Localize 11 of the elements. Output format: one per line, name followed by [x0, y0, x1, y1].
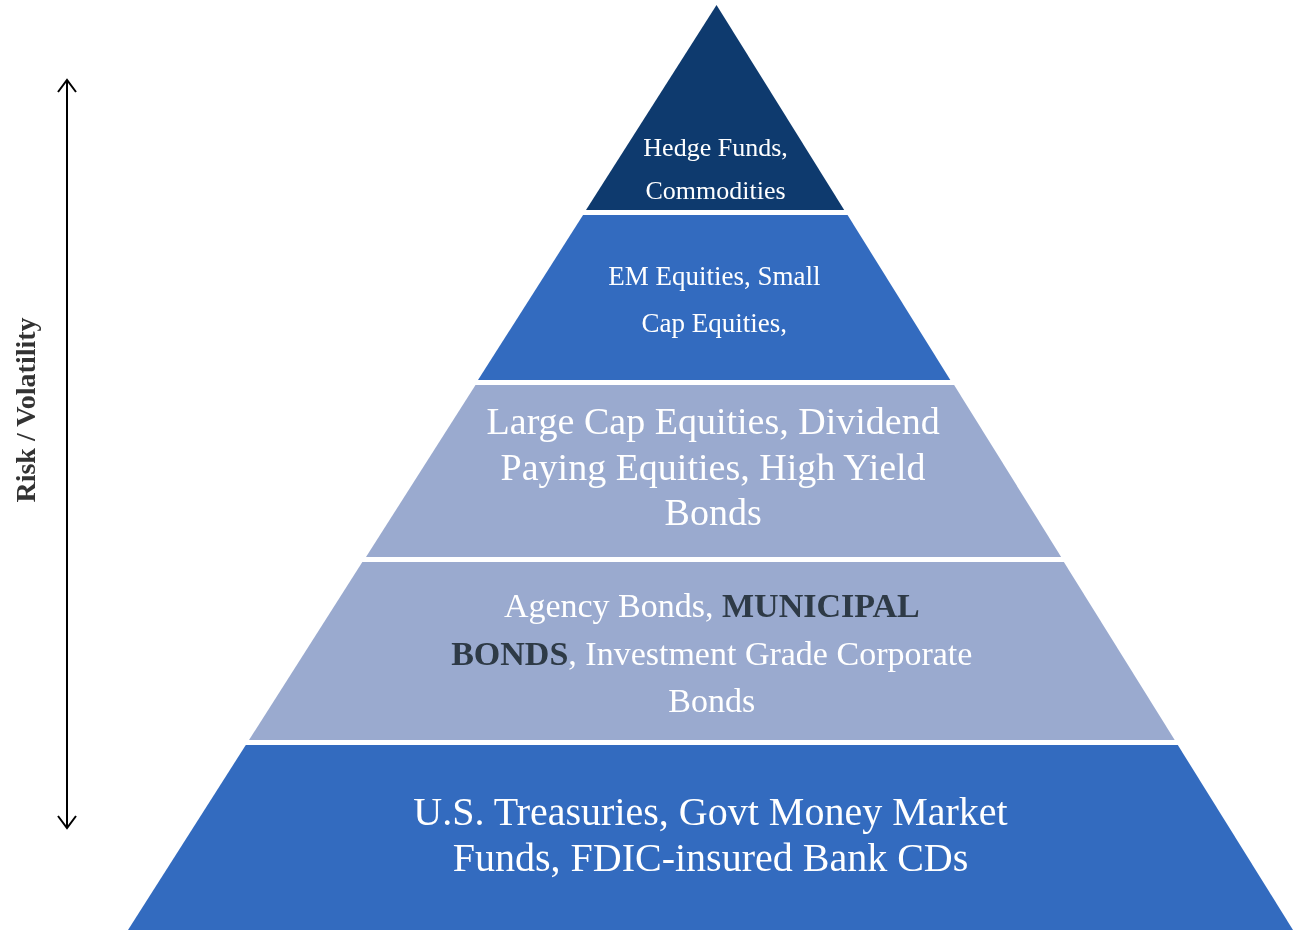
pyramid-tier [128, 745, 1293, 930]
tier-label: Hedge Funds, Commodities [642, 132, 789, 207]
tier-label: Agency Bonds, MUNICIPAL BONDS, Investment Grade Corporate Bonds [450, 586, 974, 722]
tier-label: U.S. Treasuries, Govt Money Market Funds, FDIC-insured Bank CDs [412, 789, 1009, 881]
tier-label: Large Cap Equities, Dividend Paying Equities, High Yield Bonds [485, 399, 941, 536]
axis-label: Risk / Volatility [10, 317, 42, 503]
pyramid-tier [365, 385, 1061, 557]
pyramid-tier [586, 5, 845, 210]
tier-label: EM Equities, Small Cap Equities, [607, 260, 822, 341]
pyramid-tier [248, 562, 1175, 740]
pyramid-tier [478, 215, 951, 380]
